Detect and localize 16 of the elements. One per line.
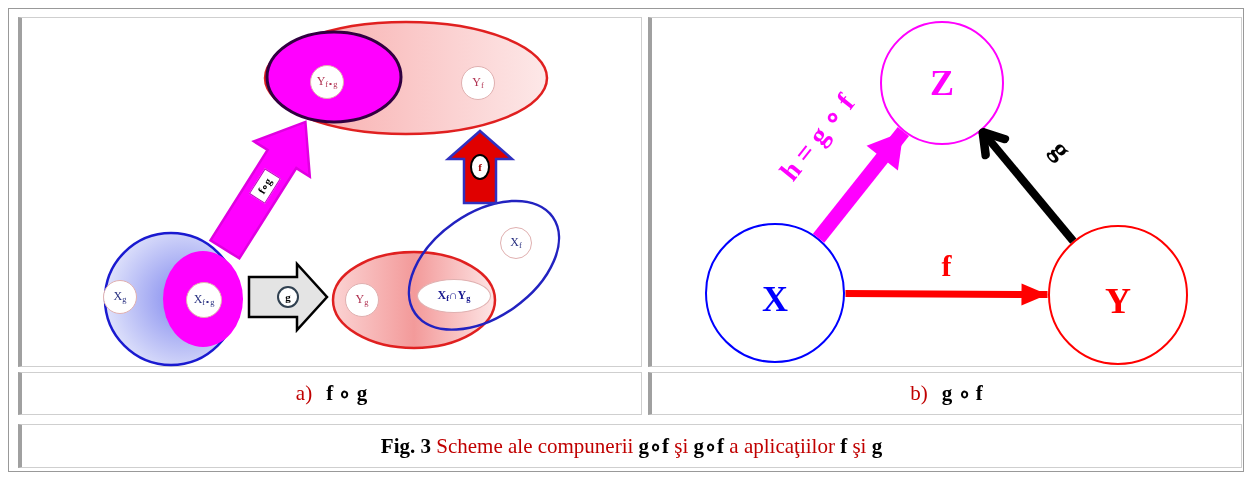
block-arrow xyxy=(208,120,312,261)
subset-ellipse xyxy=(267,32,401,122)
edge-label: g xyxy=(1044,134,1079,166)
arrow xyxy=(845,283,1048,306)
panel-label: b) xyxy=(910,381,928,406)
edge-label: f xyxy=(941,249,952,283)
panel-label: a) xyxy=(295,381,313,406)
block-arrow xyxy=(247,260,329,334)
arrow xyxy=(812,127,910,243)
formula-label: g ∘ f xyxy=(941,381,983,406)
set-ellipse xyxy=(265,22,547,134)
formula-label: f ∘ g xyxy=(326,381,368,406)
subset-ellipse xyxy=(163,251,243,347)
figure-caption: Fig. 3 Scheme ale compunerii g∘f şi g∘f a aplicaţiilor f şi g xyxy=(380,433,883,459)
edge-label: h = g ∘ f xyxy=(772,87,862,187)
arrow xyxy=(978,128,1077,244)
